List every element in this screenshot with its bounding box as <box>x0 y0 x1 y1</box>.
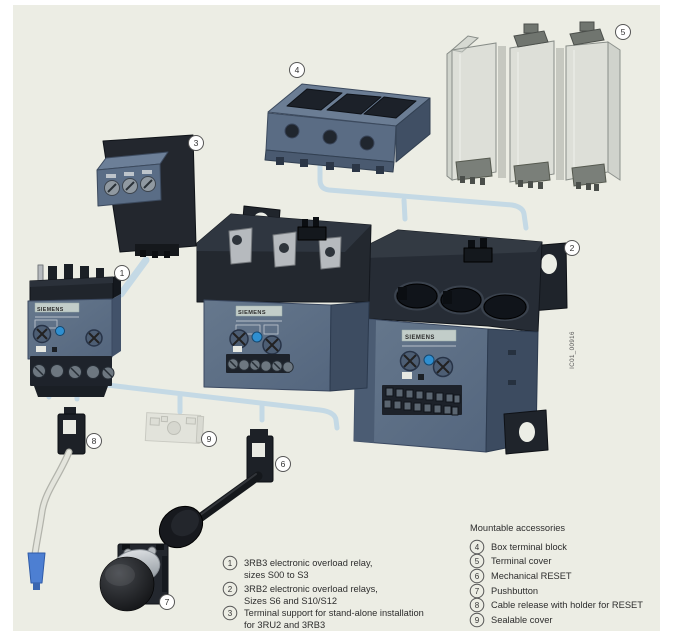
svg-text:Mechanical RESET: Mechanical RESET <box>491 571 572 581</box>
callout-6: 6 <box>275 456 291 472</box>
callout-2: 2 <box>564 240 580 256</box>
callout-4: 4 <box>289 62 305 78</box>
box-top-openings <box>286 88 417 119</box>
legend-item-2: 2 3RB2 electronic overload relays, Sizes… <box>222 581 378 606</box>
svg-text:7: 7 <box>475 587 480 596</box>
svg-text:2: 2 <box>228 585 233 594</box>
support-screws <box>104 176 156 196</box>
svg-text:3RB2 electronic overload relay: 3RB2 electronic overload relays, <box>244 584 378 594</box>
relay-3rb2-s10s12: SIEMENS <box>353 229 568 455</box>
legend-item-1: 1 3RB3 electronic overload relay, sizes … <box>222 555 373 580</box>
rail-segment-relay1 <box>117 256 150 298</box>
svg-text:Sealable cover: Sealable cover <box>491 615 553 625</box>
legend-item-8: 8 Cable release with holder for RESET <box>469 597 643 613</box>
svg-text:6: 6 <box>475 572 480 581</box>
svg-text:2: 2 <box>570 243 575 253</box>
cover-bottom-clips <box>455 157 607 191</box>
legend-item-6: 6 Mechanical RESET <box>469 568 572 584</box>
svg-text:sizes S00 to S3: sizes S00 to S3 <box>244 570 309 580</box>
relay-3rb3-small: SIEMENS <box>27 264 121 397</box>
relay-terminal-screws <box>227 358 294 373</box>
callout-3: 3 <box>188 135 204 151</box>
pushbutton <box>99 543 169 612</box>
svg-text:1: 1 <box>228 559 233 568</box>
legend-title: Mountable accessories <box>470 523 565 533</box>
legend-left: 1 3RB3 electronic overload relay, sizes … <box>222 555 424 630</box>
callout-8: 8 <box>86 433 102 449</box>
terminal-cover <box>446 21 621 191</box>
svg-text:Pushbutton: Pushbutton <box>491 586 538 596</box>
svg-text:Terminal cover: Terminal cover <box>491 556 551 566</box>
svg-text:8: 8 <box>475 601 480 610</box>
svg-text:Terminal support for stand-alo: Terminal support for stand-alone install… <box>244 608 424 618</box>
reset-button-blue <box>423 354 435 366</box>
legend-item-3: 3 Terminal support for stand-alone insta… <box>222 605 424 630</box>
box-terminal-block <box>264 83 431 174</box>
svg-text:Box terminal block: Box terminal block <box>491 542 567 552</box>
svg-text:3: 3 <box>194 138 199 148</box>
svg-text:8: 8 <box>92 436 97 446</box>
siemens-logo: SIEMENS <box>238 310 266 316</box>
relay-terminals <box>383 387 461 416</box>
svg-text:9: 9 <box>475 616 480 625</box>
legend-item-9: 9 Sealable cover <box>469 612 553 628</box>
relay-3rb2-s6: SIEMENS <box>196 205 372 392</box>
svg-text:5: 5 <box>621 27 626 37</box>
rail-top-accessories <box>317 149 529 231</box>
terminal-lugs <box>228 227 342 270</box>
svg-text:9: 9 <box>207 434 212 444</box>
figure-code: IC01_00916 <box>569 331 576 369</box>
cable-release <box>27 407 86 590</box>
svg-text:3: 3 <box>228 609 233 618</box>
cover-top-clips <box>513 21 605 48</box>
siemens-logo: SIEMENS <box>405 335 435 341</box>
mechanical-reset <box>158 429 274 549</box>
relay-release-clip <box>463 238 493 263</box>
callout-7: 7 <box>159 594 175 610</box>
diagram-callouts: 1 2 3 4 5 6 7 8 9 <box>86 24 631 610</box>
relay-release-clip <box>297 217 327 241</box>
svg-text:4: 4 <box>475 543 480 552</box>
reset-button-blue <box>251 331 263 343</box>
siemens-logo: SIEMENS <box>37 307 64 313</box>
svg-text:Cable release with holder for: Cable release with holder for RESET <box>491 600 643 610</box>
svg-text:5: 5 <box>475 557 480 566</box>
svg-text:3RB3 electronic overload relay: 3RB3 electronic overload relay, <box>244 558 373 568</box>
pushbutton-cap <box>99 556 155 612</box>
legend-item-5: 5 Terminal cover <box>469 553 551 569</box>
svg-text:6: 6 <box>281 459 286 469</box>
sealable-cover <box>144 412 205 444</box>
svg-text:1: 1 <box>120 268 125 278</box>
callout-1: 1 <box>114 265 130 281</box>
rail-tick-4 <box>401 197 408 222</box>
reset-button-blue <box>55 326 65 336</box>
svg-text:7: 7 <box>165 597 170 607</box>
callout-9: 9 <box>201 431 217 447</box>
svg-text:for 3RU2 and 3RB3: for 3RU2 and 3RB3 <box>244 620 325 630</box>
cable-tip <box>27 552 46 584</box>
svg-text:Sizes S6 and S10/S12: Sizes S6 and S10/S12 <box>244 596 337 606</box>
terminal-support <box>96 134 197 258</box>
callout-5: 5 <box>615 24 631 40</box>
legend-right: Mountable accessories 4 Box terminal blo… <box>469 523 643 628</box>
relay-terminal-screws <box>32 364 115 380</box>
svg-text:4: 4 <box>295 65 300 75</box>
relay-top-holes <box>394 281 529 321</box>
box-front-holes <box>284 123 375 151</box>
